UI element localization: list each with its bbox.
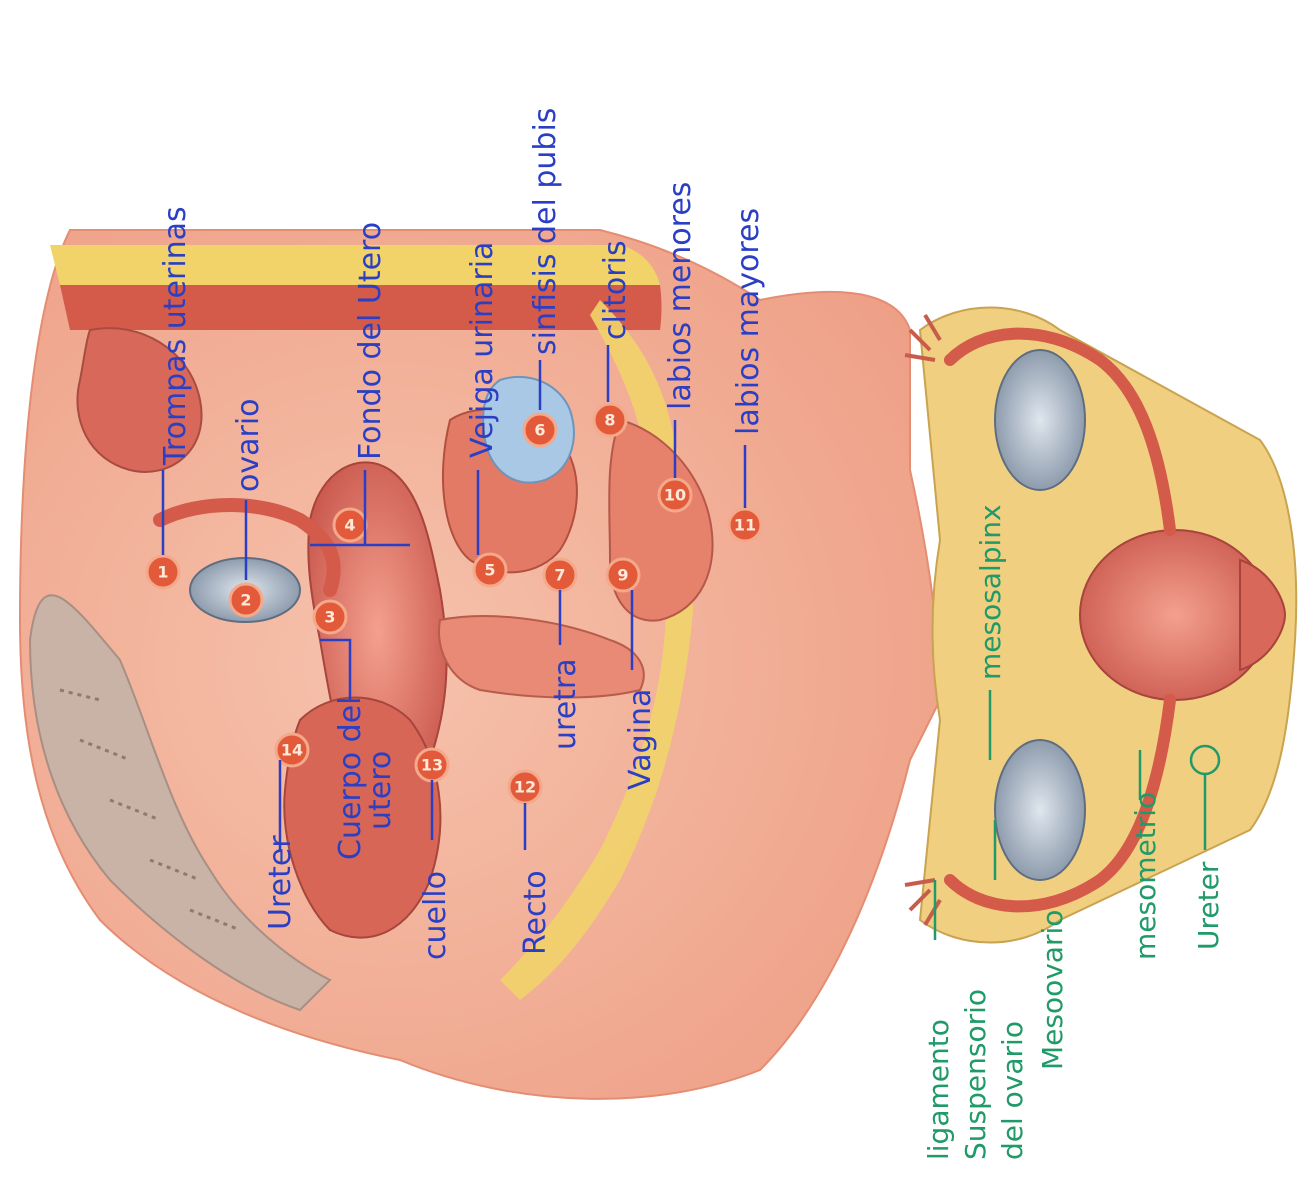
badge-10: 10 xyxy=(659,479,691,511)
svg-text:6: 6 xyxy=(534,421,545,440)
svg-text:13: 13 xyxy=(421,756,443,775)
label-uretra: uretra xyxy=(548,658,583,750)
label-cuerpo-2: utero xyxy=(363,751,398,830)
svg-text:14: 14 xyxy=(281,741,303,760)
svg-text:7: 7 xyxy=(554,566,565,585)
label-ligamento-3: del ovario xyxy=(996,1021,1029,1160)
label-recto: Recto xyxy=(518,870,553,955)
svg-text:12: 12 xyxy=(514,778,536,797)
label-vagina: Vagina xyxy=(623,689,658,790)
badge-3: 3 xyxy=(314,601,346,633)
badge-6: 6 xyxy=(524,414,556,446)
label-vejiga: Vejiga urinaria xyxy=(465,242,500,458)
badge-11: 11 xyxy=(729,509,761,541)
svg-text:2: 2 xyxy=(240,591,251,610)
badge-1: 1 xyxy=(147,556,179,588)
label-ovario: ovario xyxy=(231,398,266,492)
svg-text:9: 9 xyxy=(617,566,628,585)
label-sinfisis: sinfisis del pubis xyxy=(528,108,563,355)
svg-text:8: 8 xyxy=(604,411,615,430)
badge-8: 8 xyxy=(594,404,626,436)
badge-13: 13 xyxy=(416,749,448,781)
label-ureter-coronal: Ureter xyxy=(1192,861,1225,950)
coronal-ovary-bottom xyxy=(995,740,1085,880)
badge-9: 9 xyxy=(607,559,639,591)
badge-5: 5 xyxy=(474,554,506,586)
svg-text:1: 1 xyxy=(157,563,168,582)
svg-text:3: 3 xyxy=(324,608,335,627)
svg-text:5: 5 xyxy=(484,561,495,580)
label-labios-menores: labios menores xyxy=(663,182,698,410)
label-ligamento-2: Suspensorio xyxy=(959,989,992,1160)
coronal-ovary-top xyxy=(995,350,1085,490)
label-mesosalpinx: mesosalpinx xyxy=(974,504,1007,680)
label-labios-mayores: labios mayores xyxy=(731,208,766,435)
coronal-section xyxy=(905,308,1296,943)
badge-12: 12 xyxy=(509,771,541,803)
label-fondo: Fondo del Utero xyxy=(353,222,388,460)
label-trompas: Trompas uterinas xyxy=(158,206,193,466)
svg-text:10: 10 xyxy=(664,486,686,505)
svg-text:11: 11 xyxy=(734,516,756,535)
badge-2: 2 xyxy=(230,584,262,616)
svg-text:4: 4 xyxy=(344,516,355,535)
badge-4: 4 xyxy=(334,509,366,541)
label-mesoovario: Mesoovario xyxy=(1036,910,1069,1070)
label-clitoris: clitoris xyxy=(598,240,633,340)
label-cuello: cuello xyxy=(418,871,453,960)
label-ureter: Ureter xyxy=(263,835,298,930)
label-mesometrio: mesometrio xyxy=(1129,792,1162,960)
badge-7: 7 xyxy=(544,559,576,591)
label-ligamento-1: ligamento xyxy=(922,1019,955,1160)
